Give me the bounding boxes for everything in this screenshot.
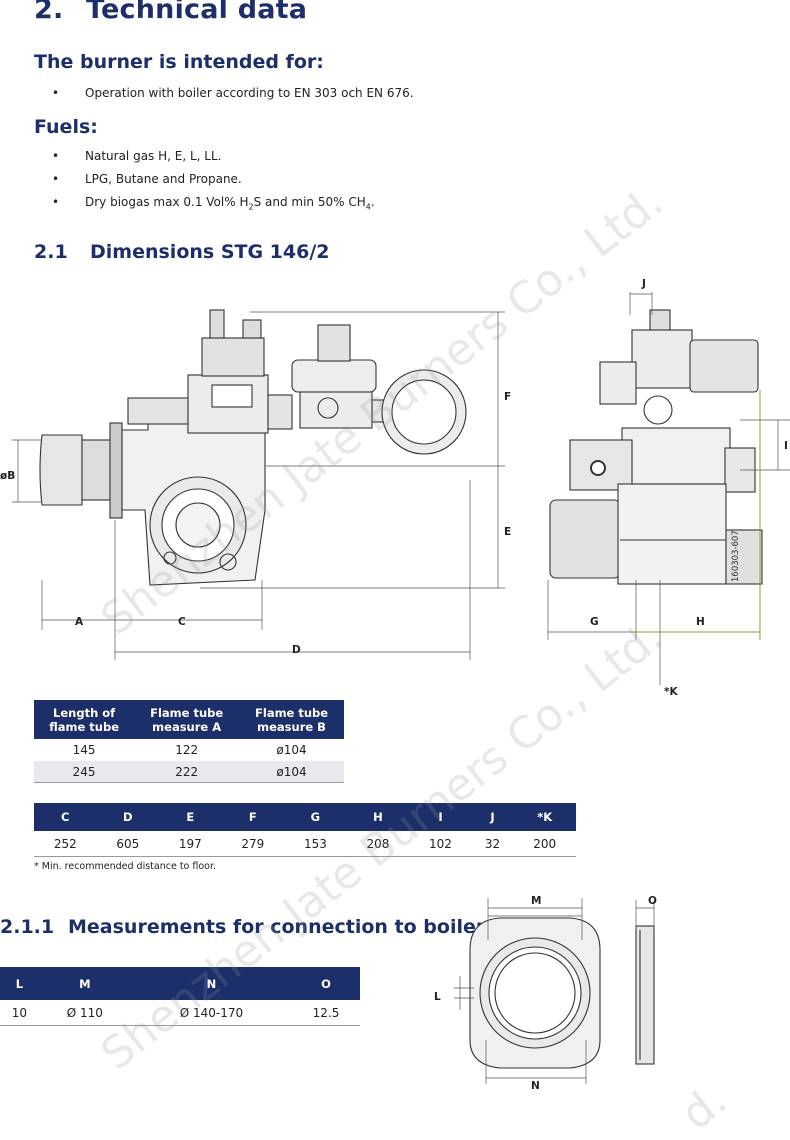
- dim-label-k: *K: [664, 686, 678, 698]
- dim-label-b: øB: [0, 470, 16, 482]
- footnote: * Min. recommended distance to floor.: [34, 861, 217, 872]
- fuel-item-biogas: •Dry biogas max 0.1 Vol% H2S and min 50%…: [52, 195, 375, 212]
- heading-number: 2.: [34, 0, 64, 25]
- dimensions-table: C D E F G H I J *K 252 605 197 279 153 2…: [34, 803, 576, 856]
- fuels-title: Fuels:: [34, 116, 98, 138]
- fuel-item: •Natural gas H, E, L, LL.: [52, 149, 222, 163]
- dim-label-h: H: [696, 616, 705, 628]
- boiler-connection-table: L M N O 10 Ø 110 Ø 140-170 12.5: [0, 967, 360, 1025]
- dim-label-e: E: [504, 526, 512, 538]
- table-row: 10 Ø 110 Ø 140-170 12.5: [11, 1005, 340, 1020]
- dim-label-i: I: [784, 440, 788, 452]
- dim-label-g: G: [590, 616, 599, 628]
- intended-title: The burner is intended for:: [34, 51, 324, 73]
- boiler-label-m: M: [531, 895, 542, 907]
- boiler-label-o: O: [648, 895, 657, 907]
- table2-bottom-rule: [34, 856, 576, 857]
- burner-front-view-drawing: [547, 292, 790, 685]
- drawing-code: 160303-607: [731, 530, 741, 582]
- dim-label-d: D: [292, 644, 301, 656]
- burner-side-view-drawing: [12, 309, 505, 660]
- boiler-flange-drawing: [454, 898, 655, 1084]
- dim-label-j: J: [642, 278, 646, 290]
- boiler-label-n: N: [531, 1080, 540, 1092]
- page-heading: 2. Technical data: [34, 0, 307, 25]
- heading-title: Technical data: [86, 0, 308, 25]
- table-row: 145 122 ø104: [72, 743, 307, 757]
- table-row: 245 222 ø104: [34, 761, 344, 782]
- boiler-label-l: L: [434, 991, 441, 1003]
- table3-bottom-rule: [0, 1025, 360, 1026]
- watermark-fragment: d.: [672, 1074, 737, 1140]
- fuel-item: •LPG, Butane and Propane.: [52, 172, 242, 186]
- table1-bottom-rule: [34, 782, 344, 783]
- dim-label-a: A: [75, 616, 84, 628]
- dim-label-f: F: [504, 391, 512, 403]
- intended-item: •Operation with boiler according to EN 3…: [52, 86, 414, 100]
- dim-label-c: C: [178, 616, 186, 628]
- table-row: 252 605 197 279 153 208 102 32 200: [53, 836, 557, 851]
